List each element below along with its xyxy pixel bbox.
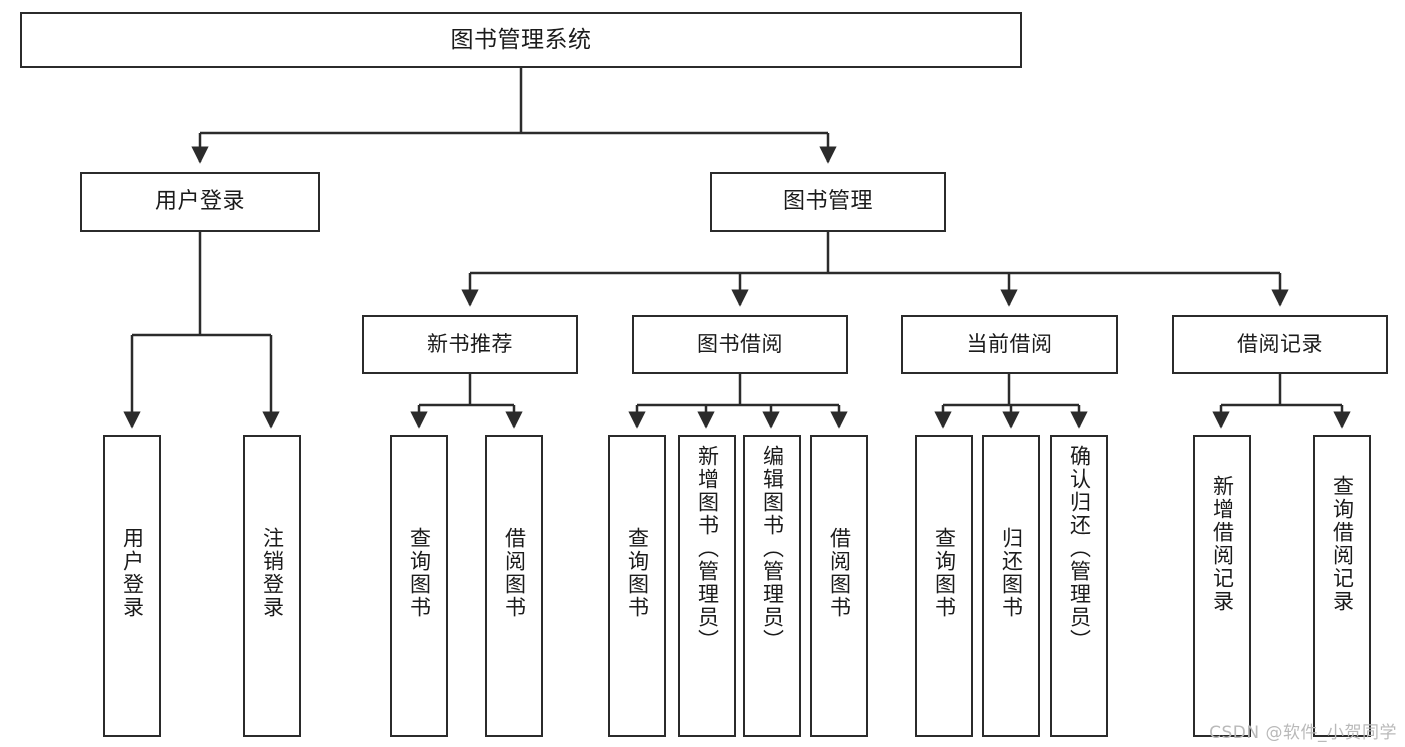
leaf-user-logout[interactable]: 注销登录 [243,435,301,737]
node-label: 当前借阅 [966,332,1053,356]
node-label: 查询图书 [407,527,432,619]
node-label: 注销登录 [260,527,285,619]
leaf-current-confirm-return-admin[interactable]: 确认归还（管理员） [1050,435,1108,737]
leaf-borrow-query-book[interactable]: 查询图书 [608,435,666,737]
node-book-management[interactable]: 图书管理 [710,172,946,232]
node-label: 查询借阅记录 [1330,475,1355,613]
node-label: 用户登录 [154,189,245,214]
node-label: 新增图书（管理员） [695,445,720,652]
node-book-borrow[interactable]: 图书借阅 [632,315,848,374]
leaf-borrow-borrow-book[interactable]: 借阅图书 [810,435,868,737]
node-label: 用户登录 [120,527,145,619]
leaf-user-login-do[interactable]: 用户登录 [103,435,161,737]
leaf-current-return-book[interactable]: 归还图书 [982,435,1040,737]
node-label: 查询图书 [932,527,957,619]
node-label: 新增借阅记录 [1210,475,1235,613]
node-label: 借阅图书 [502,527,527,619]
node-current-borrow[interactable]: 当前借阅 [901,315,1118,374]
node-label: 编辑图书（管理员） [760,445,785,652]
node-label: 图书管理系统 [450,26,592,53]
node-root-system[interactable]: 图书管理系统 [20,12,1022,68]
node-label: 图书管理 [782,189,873,214]
node-label: 新书推荐 [427,332,513,356]
node-label: 借阅图书 [827,527,852,619]
leaf-record-add-borrow-record[interactable]: 新增借阅记录 [1193,435,1251,737]
node-user-login[interactable]: 用户登录 [80,172,320,232]
leaf-record-query-borrow-record[interactable]: 查询借阅记录 [1313,435,1371,737]
node-borrow-record[interactable]: 借阅记录 [1172,315,1388,374]
node-label: 确认归还（管理员） [1067,445,1092,652]
leaf-borrow-add-book-admin[interactable]: 新增图书（管理员） [678,435,736,737]
leaf-borrow-edit-book-admin[interactable]: 编辑图书（管理员） [743,435,801,737]
node-label: 归还图书 [999,527,1024,619]
node-new-book-recommend[interactable]: 新书推荐 [362,315,578,374]
leaf-recommend-borrow-book[interactable]: 借阅图书 [485,435,543,737]
node-label: 查询图书 [625,527,650,619]
node-label: 借阅记录 [1237,332,1323,356]
node-label: 图书借阅 [697,332,783,356]
watermark-text: CSDN @软件_小贺同学 [1209,723,1397,743]
leaf-recommend-query-book[interactable]: 查询图书 [390,435,448,737]
leaf-current-query-book[interactable]: 查询图书 [915,435,973,737]
